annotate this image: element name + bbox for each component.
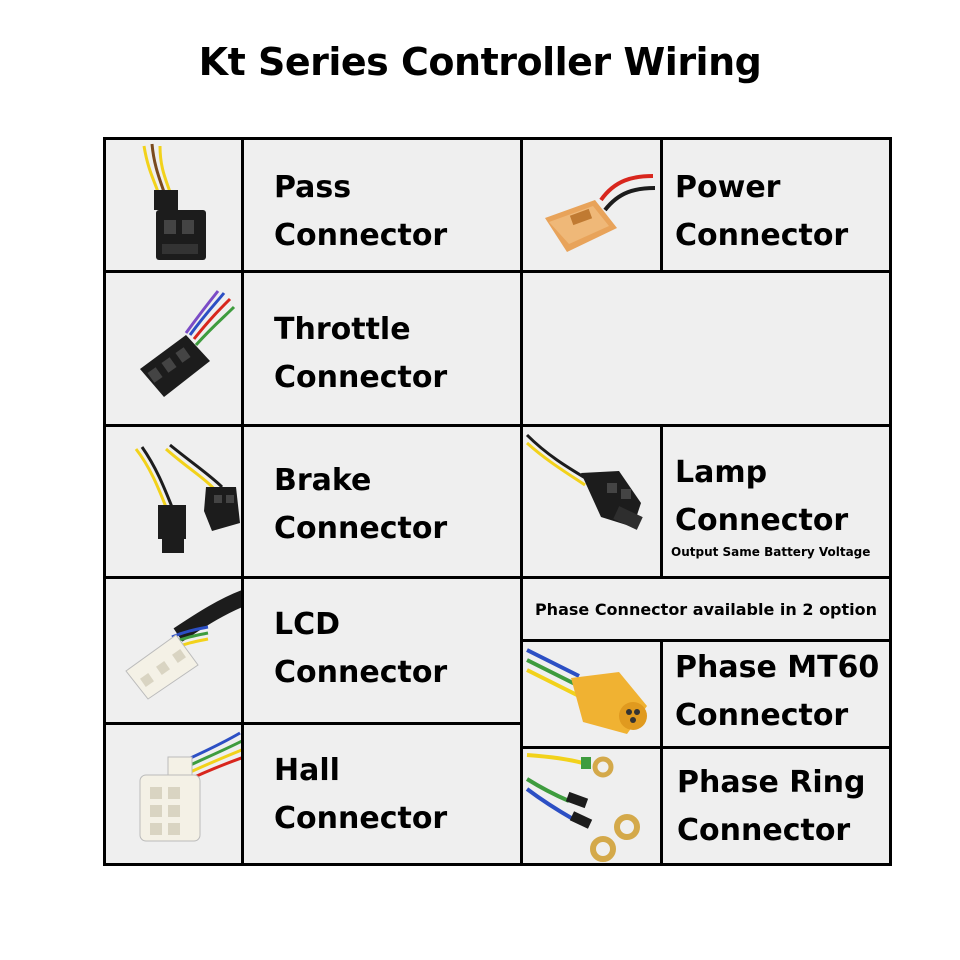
pass-image-cell	[103, 137, 244, 273]
pass-connector-title: Pass	[274, 170, 352, 205]
phase-option-note: Phase Connector available in 2 option	[534, 599, 878, 619]
brake-connector-subtitle: Connector	[274, 511, 448, 546]
hall-connector-title: Hall	[274, 753, 340, 788]
lcd-connector-title: LCD	[274, 607, 341, 642]
power-connector-subtitle: Connector	[675, 218, 849, 253]
lcd-connector-subtitle: Connector	[274, 655, 448, 690]
power-connector-title: Power	[675, 170, 781, 205]
lcd-label-cell: LCD Connector	[241, 576, 523, 725]
brake-label-cell: Brake Connector	[241, 424, 523, 579]
phase-mt60-subtitle: Connector	[675, 698, 849, 733]
lamp-connector-icon	[525, 433, 643, 530]
pass-label-cell: Pass Connector	[241, 137, 523, 273]
phase-ring-title: Phase Ring	[677, 765, 866, 800]
throttle-label-cell: Throttle Connector	[241, 270, 523, 427]
pass-connector-icon	[142, 143, 206, 260]
ring-terminal-connector-icon	[525, 753, 640, 862]
lcd-image-cell	[103, 576, 244, 725]
page-title: Kt Series Controller Wiring	[198, 40, 762, 84]
phase-ring-label-cell: Phase Ring Connector	[660, 746, 892, 866]
throttle-connector-subtitle: Connector	[274, 360, 448, 395]
lcd-connector-icon	[125, 590, 241, 700]
lamp-connector-title: Lamp	[675, 455, 768, 490]
lamp-image-cell	[520, 424, 663, 579]
throttle-connector-title: Throttle	[274, 312, 411, 347]
phase-ring-image-cell	[520, 746, 663, 866]
phase-mt60-title: Phase MT60	[675, 650, 880, 685]
phase-ring-subtitle: Connector	[677, 813, 851, 848]
brake-image-cell	[103, 424, 244, 579]
power-image-cell	[520, 137, 663, 273]
phase-mt60-image-cell	[520, 639, 663, 749]
lamp-voltage-note: Output Same Battery Voltage	[671, 545, 871, 559]
hall-connector-subtitle: Connector	[274, 801, 448, 836]
phase-note-cell: Phase Connector available in 2 option	[520, 576, 892, 642]
throttle-image-cell	[103, 270, 244, 427]
phase-mt60-label-cell: Phase MT60 Connector	[660, 639, 892, 749]
lamp-connector-subtitle: Connector	[675, 503, 849, 538]
brake-connector-icon	[134, 443, 240, 553]
hall-connector-icon	[139, 731, 241, 842]
brake-connector-title: Brake	[274, 463, 372, 498]
lamp-label-cell: Lamp Connector Output Same Battery Volta…	[660, 424, 892, 579]
throttle-connector-icon	[140, 290, 236, 397]
hall-label-cell: Hall Connector	[241, 722, 523, 866]
hall-image-cell	[103, 722, 244, 866]
mt60-phase-connector-icon	[526, 648, 647, 734]
empty-cell	[520, 270, 892, 427]
xt60-power-connector-icon	[545, 174, 656, 252]
power-label-cell: Power Connector	[660, 137, 892, 273]
pass-connector-subtitle: Connector	[274, 218, 448, 253]
